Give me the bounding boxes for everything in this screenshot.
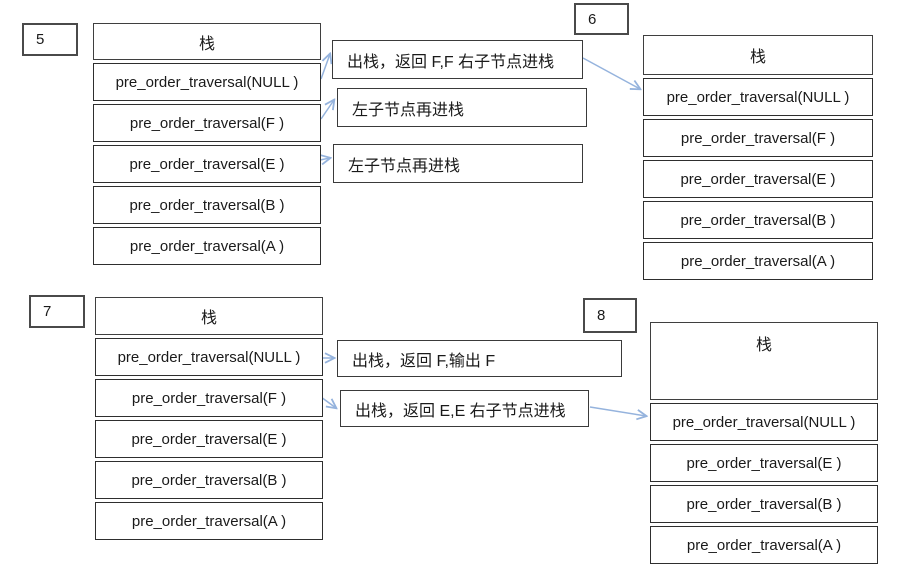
note-push-left-child-1: 左子节点再进栈 (337, 88, 587, 127)
stack-cell: pre_order_traversal(B ) (93, 186, 321, 224)
step-number: 6 (588, 10, 597, 28)
stack-cell: pre_order_traversal(F ) (93, 104, 321, 142)
stack-cell: pre_order_traversal(B ) (650, 485, 878, 523)
stack-cell: pre_order_traversal(NULL ) (93, 63, 321, 101)
step-label-8: 8 (583, 298, 637, 333)
arrow-stack5-to-note-t3 (319, 158, 330, 160)
stack-7: 栈 pre_order_traversal(NULL )pre_order_tr… (95, 297, 323, 540)
stack-cell: pre_order_traversal(E ) (93, 145, 321, 183)
stack-7-title: 栈 (95, 297, 323, 335)
stack-5-title: 栈 (93, 23, 321, 60)
step-number: 5 (36, 31, 45, 48)
stack-cell: pre_order_traversal(B ) (643, 201, 873, 239)
stack-6-title: 栈 (643, 35, 873, 75)
stack-cell: pre_order_traversal(NULL ) (643, 78, 873, 116)
stack-cell: pre_order_traversal(F ) (95, 379, 323, 417)
stack-cell: pre_order_traversal(F ) (643, 119, 873, 157)
stack-cell: pre_order_traversal(A ) (643, 242, 873, 280)
stack-cell: pre_order_traversal(A ) (650, 526, 878, 564)
step-label-6: 6 (574, 3, 629, 35)
stack-8: 栈 pre_order_traversal(NULL )pre_order_tr… (650, 322, 878, 564)
note-push-left-child-2: 左子节点再进栈 (333, 144, 583, 183)
step-number: 7 (43, 303, 52, 320)
stack-cell: pre_order_traversal(E ) (643, 160, 873, 198)
stack-5-cells: pre_order_traversal(NULL )pre_order_trav… (93, 63, 321, 265)
stack-6: 栈 pre_order_traversal(NULL )pre_order_tr… (643, 35, 873, 280)
stack-6-cells: pre_order_traversal(NULL )pre_order_trav… (643, 78, 873, 280)
stack-cell: pre_order_traversal(E ) (650, 444, 878, 482)
note-pop-f-push-right: 出栈，返回 F,F 右子节点进栈 (332, 40, 583, 79)
arrow-stack7-to-note-b2 (320, 396, 336, 408)
stack-cell: pre_order_traversal(B ) (95, 461, 323, 499)
step-number: 8 (597, 307, 606, 324)
arrow-note-b2-to-stack8 (589, 406, 646, 416)
note-pop-f-output-f: 出栈，返回 F,输出 F (337, 340, 622, 377)
step-label-7: 7 (29, 295, 85, 328)
step-label-5: 5 (22, 23, 78, 56)
stack-cell: pre_order_traversal(A ) (95, 502, 323, 540)
stack-5: 栈 pre_order_traversal(NULL )pre_order_tr… (93, 23, 321, 265)
arrow-note-t1-to-stack6 (582, 57, 640, 89)
stack-cell: pre_order_traversal(E ) (95, 420, 323, 458)
stack-cell: pre_order_traversal(NULL ) (650, 403, 878, 441)
arrow-stack5-to-note-t1 (320, 54, 330, 80)
arrow-stack5-to-note-t2 (320, 100, 334, 120)
stack-8-title: 栈 (650, 322, 878, 400)
stack-8-cells: pre_order_traversal(NULL )pre_order_trav… (650, 403, 878, 564)
stack-7-cells: pre_order_traversal(NULL )pre_order_trav… (95, 338, 323, 540)
note-pop-e-push-right: 出栈，返回 E,E 右子节点进栈 (340, 390, 589, 427)
stack-cell: pre_order_traversal(NULL ) (95, 338, 323, 376)
stack-cell: pre_order_traversal(A ) (93, 227, 321, 265)
